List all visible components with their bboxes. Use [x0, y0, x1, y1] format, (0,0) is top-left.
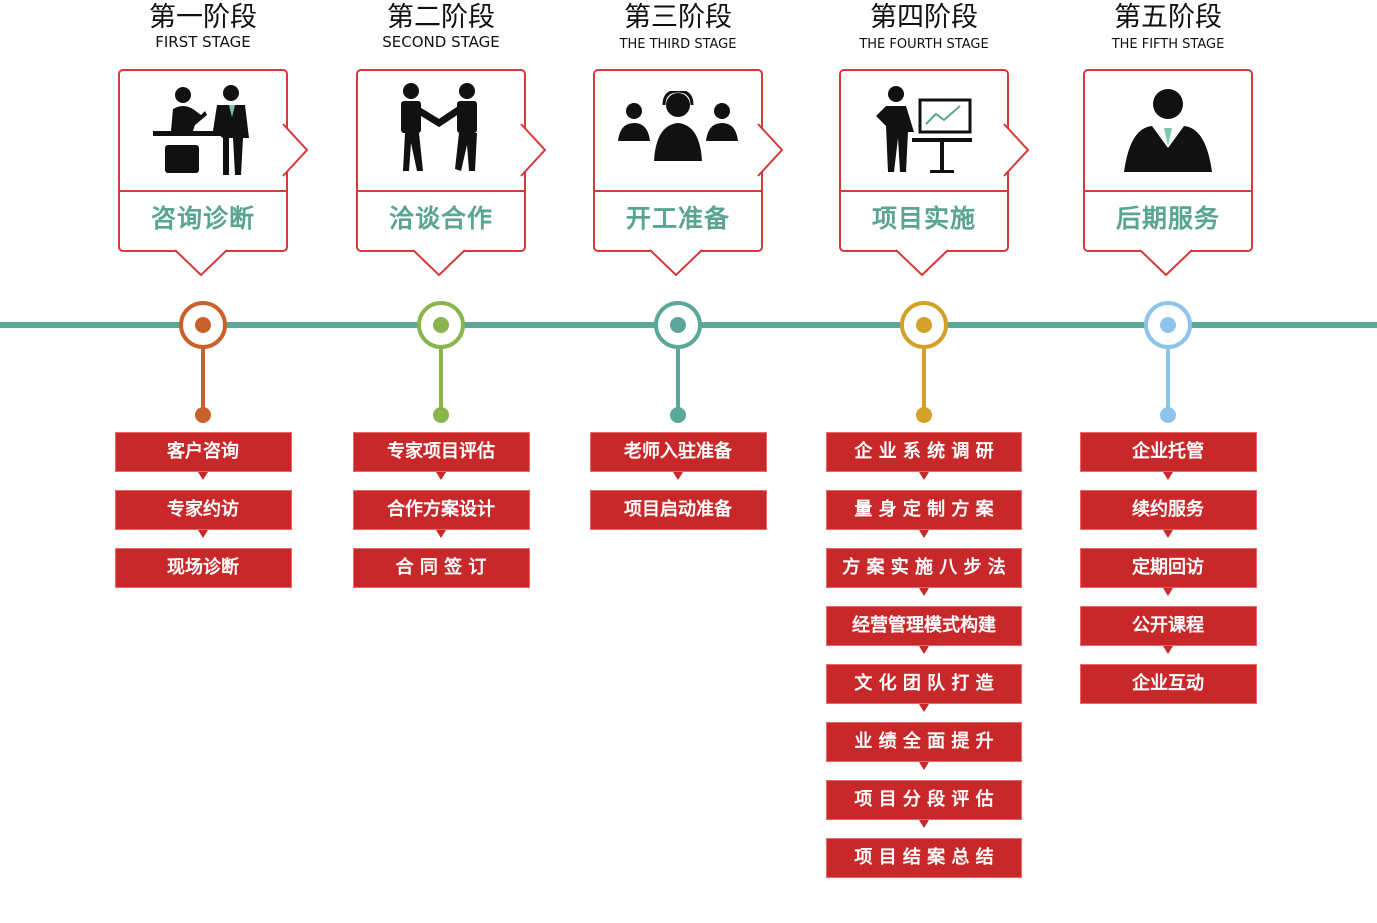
stage-label: 开工准备 [625, 204, 730, 233]
step-item: 合作方案设计 [352, 490, 530, 538]
step-item: 文 化 团 队 打 造 [826, 664, 1022, 712]
node-ring [417, 301, 465, 349]
step-item: 业 绩 全 面 提 升 [826, 722, 1022, 770]
divider [595, 190, 761, 192]
step-item: 专家项目评估 [352, 432, 530, 480]
step-item: 专家约访 [114, 490, 292, 538]
stage-card: 项目实施 [839, 69, 1009, 252]
step-item: 项 目 结 案 总 结 [826, 838, 1022, 878]
step-item: 续约服务 [1079, 490, 1257, 538]
node-end-dot [916, 407, 932, 423]
step-item: 项目启动准备 [589, 490, 767, 530]
stage-items: 企 业 系 统 调 研量 身 定 制 方 案方 案 实 施 八 步 法经营管理模… [826, 432, 1022, 896]
step-item: 定期回访 [1079, 548, 1257, 596]
divider [1085, 190, 1251, 192]
stage-title: 第四阶段 [870, 2, 978, 33]
timeline-node [179, 301, 227, 423]
stage-items: 专家项目评估合作方案设计合 同 签 订 [352, 432, 530, 606]
stage-card: 洽谈合作 [356, 69, 526, 252]
node-dot [195, 317, 211, 333]
chevron-right-icon [757, 123, 784, 177]
chevron-right-icon [1003, 123, 1030, 177]
node-ring [654, 301, 702, 349]
node-end-dot [433, 407, 449, 423]
node-dot [433, 317, 449, 333]
node-ring [900, 301, 948, 349]
stage-subtitle: FIRST STAGE [155, 33, 251, 51]
stage-title: 第五阶段 [1114, 2, 1222, 33]
node-stem [201, 348, 205, 408]
step-item: 企业互动 [1079, 664, 1257, 704]
node-ring [1144, 301, 1192, 349]
node-end-dot [195, 407, 211, 423]
node-stem [922, 348, 926, 408]
consultation-icon [120, 71, 286, 190]
step-item: 老师入驻准备 [589, 432, 767, 480]
step-item: 项 目 分 段 评 估 [826, 780, 1022, 828]
stage-title: 第三阶段 [624, 2, 732, 33]
divider [120, 190, 286, 192]
step-item: 客户咨询 [114, 432, 292, 480]
handshake-icon [358, 71, 524, 190]
chevron-down-icon [895, 249, 949, 277]
chevron-down-icon [174, 249, 228, 277]
timeline-node [1144, 301, 1192, 423]
divider [841, 190, 1007, 192]
step-item: 方 案 实 施 八 步 法 [826, 548, 1022, 596]
chevron-right-icon [282, 123, 309, 177]
step-item: 量 身 定 制 方 案 [826, 490, 1022, 538]
stage-subtitle: SECOND STAGE [382, 33, 500, 51]
stage-label: 项目实施 [871, 204, 976, 233]
step-item: 企 业 系 统 调 研 [826, 432, 1022, 480]
divider [358, 190, 524, 192]
timeline-node [417, 301, 465, 423]
node-end-dot [670, 407, 686, 423]
stage-items: 客户咨询专家约访现场诊断 [114, 432, 292, 606]
stage-subtitle: THE FIFTH STAGE [1111, 37, 1225, 52]
service-person-icon [1085, 71, 1251, 190]
step-item: 现场诊断 [114, 548, 292, 588]
stage-title: 第二阶段 [387, 2, 495, 33]
stage-card: 后期服务 [1083, 69, 1253, 252]
stage-label: 洽谈合作 [388, 204, 493, 233]
step-item: 经营管理模式构建 [826, 606, 1022, 654]
node-stem [676, 348, 680, 408]
chevron-down-icon [412, 249, 466, 277]
stage-items: 老师入驻准备项目启动准备 [589, 432, 767, 548]
team-headset-icon [595, 71, 761, 190]
step-item: 合 同 签 订 [352, 548, 530, 588]
timeline-node [900, 301, 948, 423]
stage-label: 后期服务 [1115, 204, 1220, 233]
node-stem [439, 348, 443, 408]
timeline-node [654, 301, 702, 423]
step-item: 企业托管 [1079, 432, 1257, 480]
chevron-down-icon [649, 249, 703, 277]
stage-label: 咨询诊断 [150, 204, 255, 233]
chevron-down-icon [1139, 249, 1193, 277]
stage-subtitle: THE FOURTH STAGE [859, 37, 989, 52]
node-ring [179, 301, 227, 349]
node-stem [1166, 348, 1170, 408]
step-item: 公开课程 [1079, 606, 1257, 654]
stage-title: 第一阶段 [149, 2, 257, 33]
stage-card: 开工准备 [593, 69, 763, 252]
stage-subtitle: THE THIRD STAGE [619, 37, 737, 52]
chevron-right-icon [520, 123, 547, 177]
node-dot [916, 317, 932, 333]
presentation-icon [841, 71, 1007, 190]
node-dot [670, 317, 686, 333]
stage-items: 企业托管续约服务定期回访公开课程企业互动 [1079, 432, 1257, 722]
stage-card: 咨询诊断 [118, 69, 288, 252]
node-dot [1160, 317, 1176, 333]
node-end-dot [1160, 407, 1176, 423]
